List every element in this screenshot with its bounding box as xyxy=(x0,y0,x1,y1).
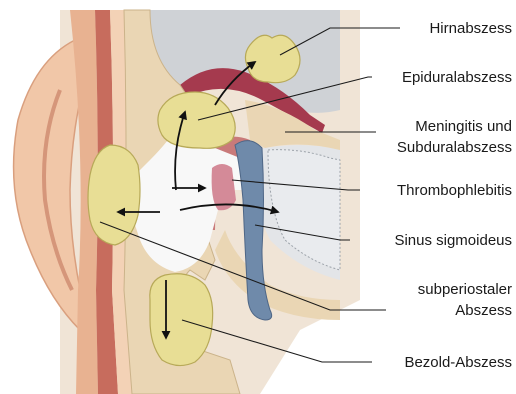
label-meningitis-line2: Subduralabszess xyxy=(397,139,512,156)
subperiostaler-abszess-mass xyxy=(88,145,140,245)
label-hirnabszess: Hirnabszess xyxy=(429,20,512,37)
label-sinus-sigmoideus: Sinus sigmoideus xyxy=(394,232,512,249)
bezold-abszess-mass xyxy=(150,274,213,366)
label-epiduralabszess: Epiduralabszess xyxy=(402,69,512,86)
label-bezold: Bezold-Abszess xyxy=(404,354,512,371)
hirnabszess-mass xyxy=(245,35,300,82)
anatomy-illustration xyxy=(14,10,360,394)
label-subperiostaler-line1: subperiostaler xyxy=(418,281,512,298)
label-thrombophlebitis: Thrombophlebitis xyxy=(397,182,512,199)
label-group: Hirnabszess Epiduralabszess Meningitis u… xyxy=(394,20,512,371)
label-subperiostaler-line2: Abszess xyxy=(455,302,512,319)
label-meningitis-line1: Meningitis und xyxy=(415,118,512,135)
thrombophlebitis-area xyxy=(212,164,236,210)
